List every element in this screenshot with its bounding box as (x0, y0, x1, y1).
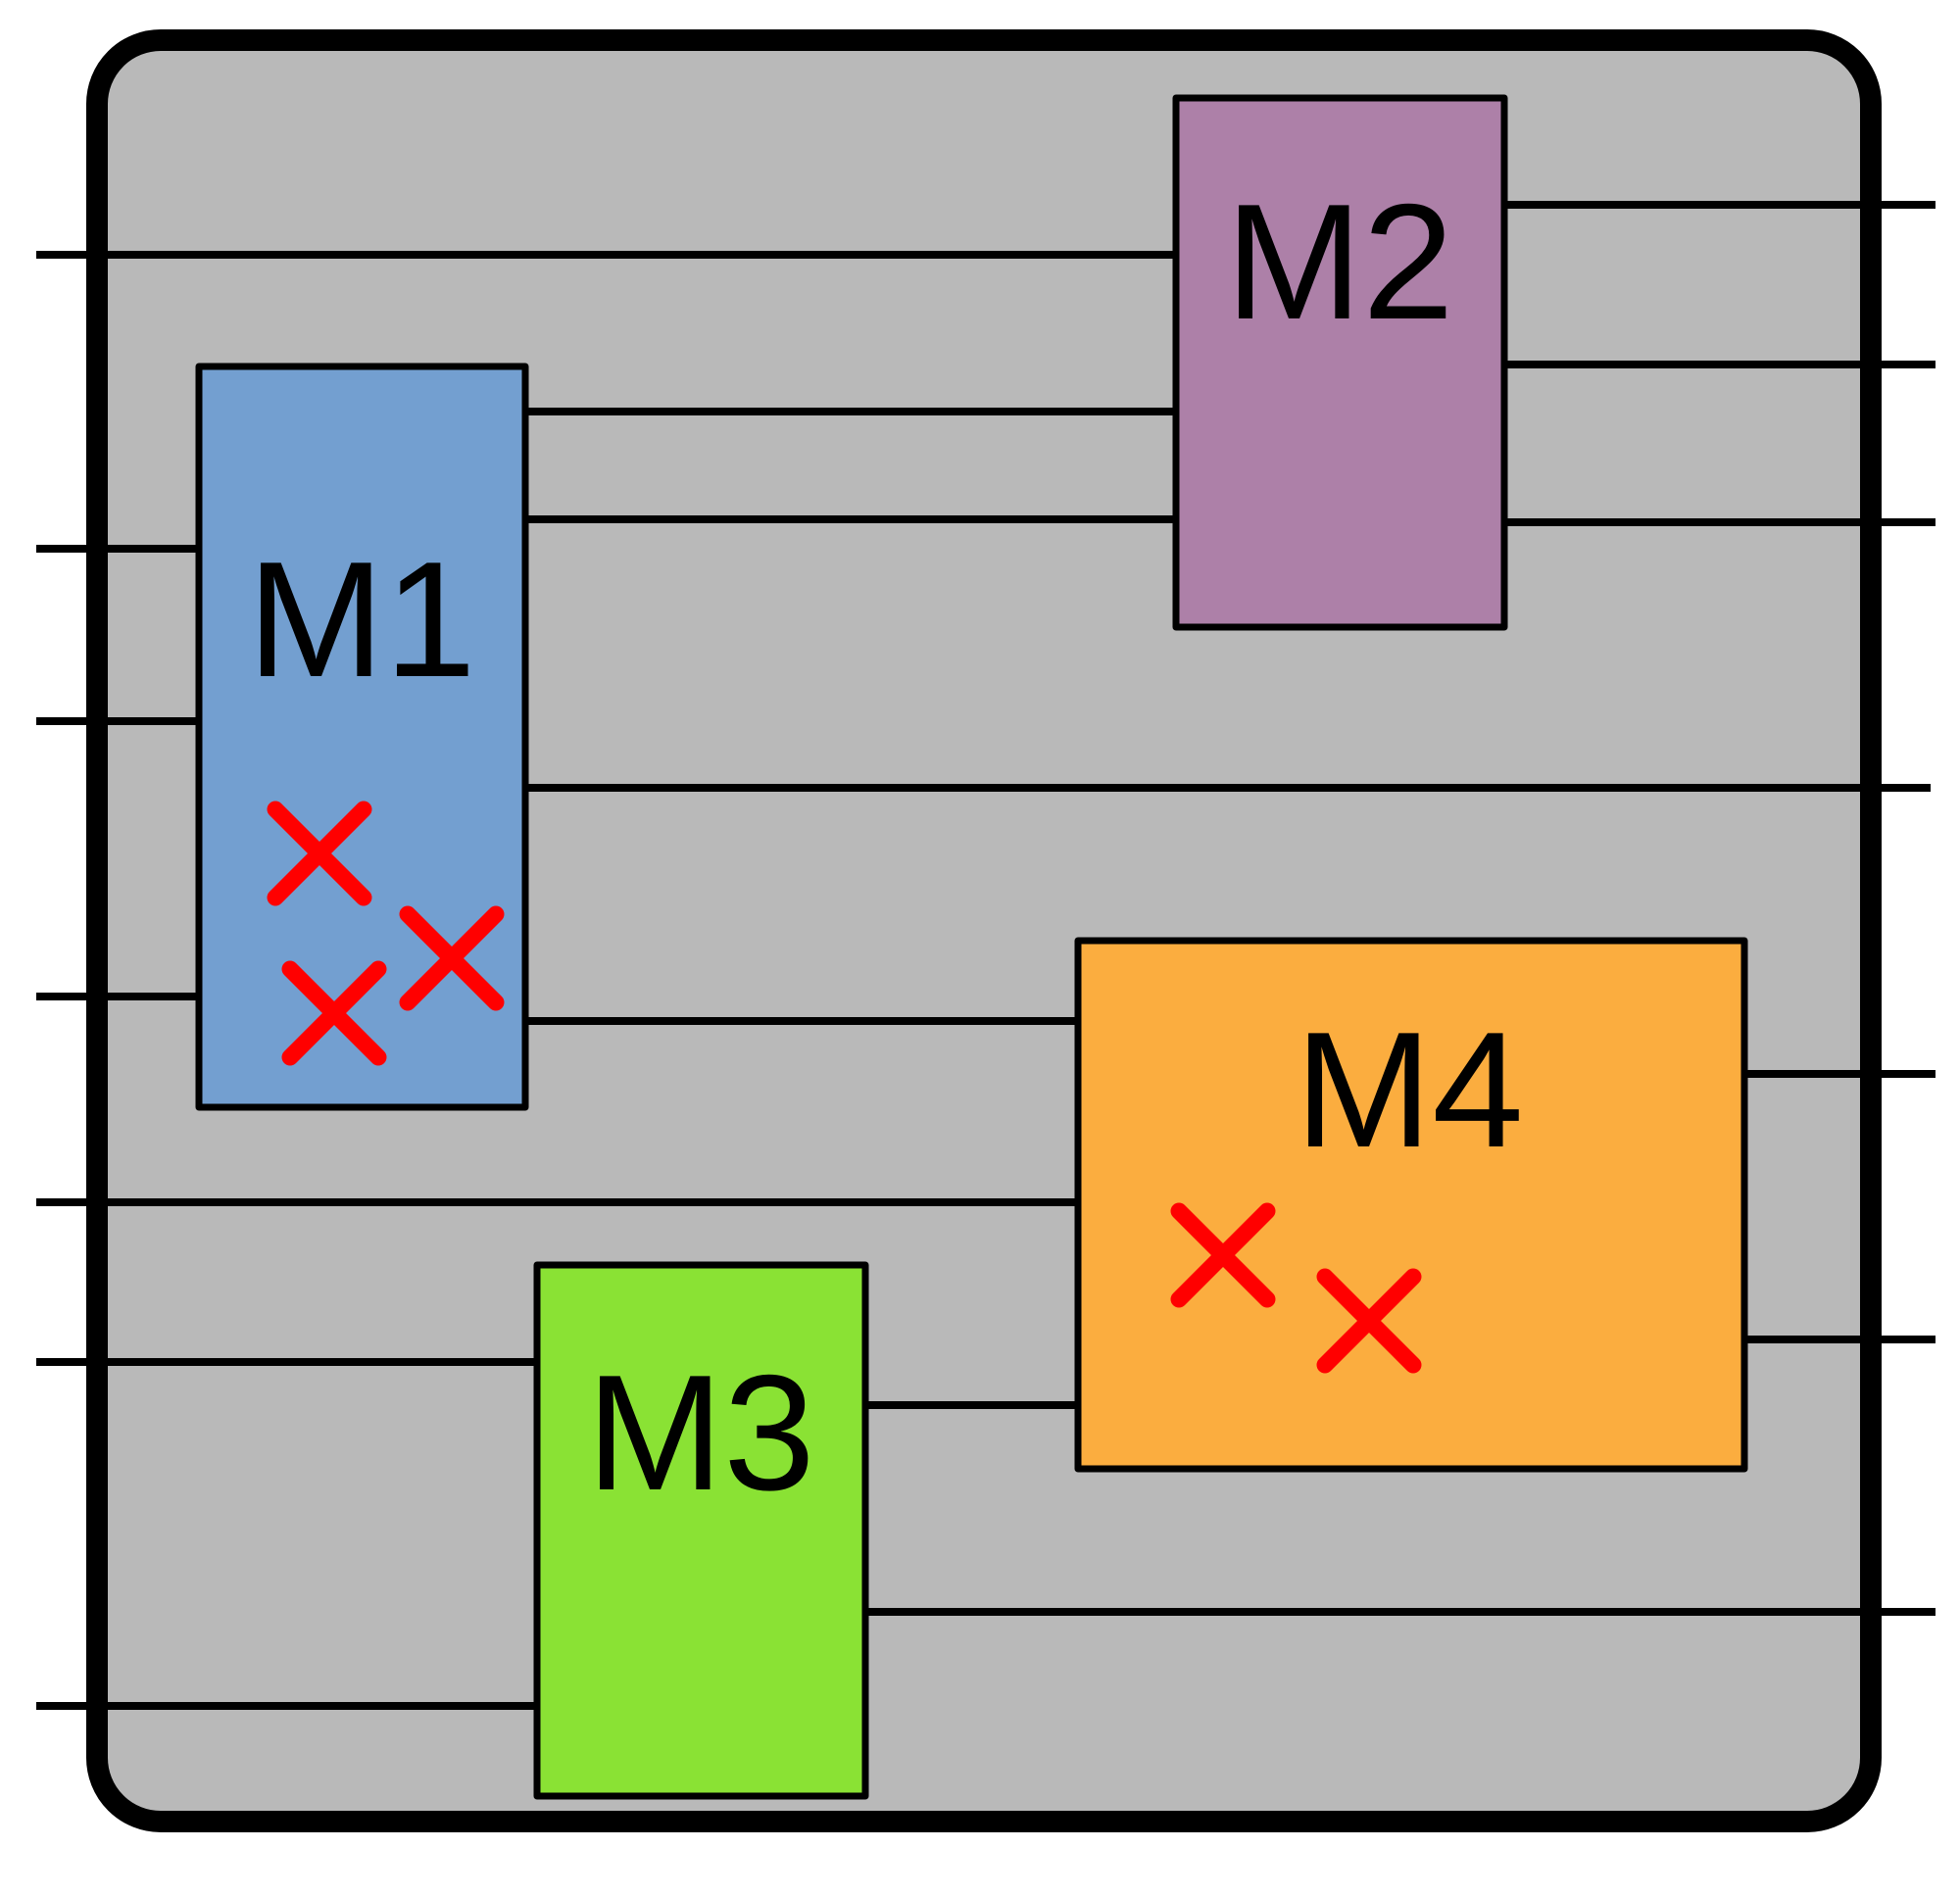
module-m2-box (1172, 94, 1508, 631)
module-m2-label: M2 (1225, 170, 1453, 354)
fault-marker-icon (267, 801, 372, 906)
fault-marker-icon (281, 960, 387, 1066)
input-wires (36, 251, 1176, 1710)
fault-marker-stroke (267, 801, 372, 906)
fault-marker-stroke (1316, 1268, 1422, 1374)
module-m3-label: M3 (586, 1340, 814, 1525)
module-m4: M4 (1074, 937, 1748, 1473)
fault-marker-icon (399, 905, 505, 1011)
fault-marker-icon (1316, 1268, 1422, 1374)
module-m3: M3 (533, 1261, 869, 1800)
fault-marker-stroke (399, 905, 505, 1011)
output-wires (525, 201, 1936, 1616)
module-m1: M1 (195, 363, 529, 1111)
module-m4-label: M4 (1295, 997, 1523, 1182)
module-m3-box (533, 1261, 869, 1800)
module-m2: M2 (1172, 94, 1508, 631)
fault-marker-stroke (281, 960, 387, 1066)
fault-marker-icon (1170, 1202, 1276, 1308)
fault-marker-stroke (1170, 1202, 1276, 1308)
module-m4-box (1074, 937, 1748, 1473)
module-m1-label: M1 (247, 527, 475, 711)
internal-wires (525, 408, 1176, 1409)
